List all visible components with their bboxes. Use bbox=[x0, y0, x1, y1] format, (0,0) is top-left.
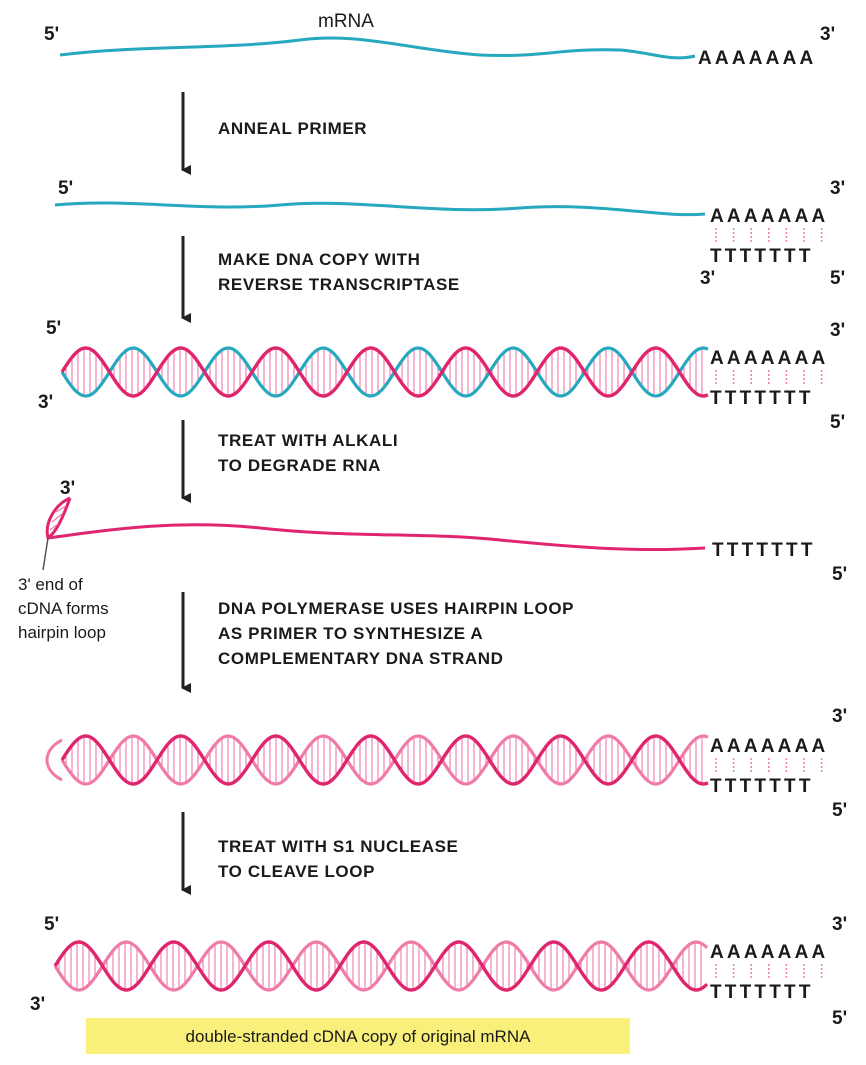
row-mrna: 5' mRNA 3' AAAAAAA bbox=[44, 11, 835, 69]
mrna-strand bbox=[60, 38, 695, 58]
step-3-text-line-2: TO DEGRADE RNA bbox=[218, 456, 381, 475]
five-prime-label: 5' bbox=[830, 412, 845, 433]
poly-t-strand: TTTTTTT bbox=[712, 540, 816, 561]
five-prime-label: 5' bbox=[832, 800, 847, 821]
five-prime-label: 5' bbox=[832, 564, 847, 585]
five-prime-label: 5' bbox=[58, 178, 73, 199]
row-rna-dna-hybrid: 5' 3' 3' AAAAAAA TTTTTTT 5' bbox=[38, 318, 845, 433]
oligo-dt-primer: TTTTTTT bbox=[710, 246, 814, 267]
row-double-strand-with-loop: 3' AAAAAAA TTTTTTT 5' bbox=[47, 706, 847, 821]
poly-t-strand: TTTTTTT bbox=[710, 388, 814, 409]
poly-t-strand: TTTTTTT bbox=[710, 982, 814, 1003]
three-prime-label: 3' bbox=[830, 320, 845, 341]
step-2-text-line-1: MAKE DNA COPY WITH bbox=[218, 250, 421, 269]
row-primer-annealed: 5' 3' AAAAAAA TTTTTTT 3' 5' bbox=[55, 178, 845, 289]
step-4-text-line-2: AS PRIMER TO SYNTHESIZE A bbox=[218, 624, 483, 643]
base-pair-bonds bbox=[716, 370, 822, 386]
five-prime-label: 5' bbox=[830, 268, 845, 289]
poly-a-tail: AAAAAAA bbox=[698, 48, 816, 69]
hairpin-note-line-2: cDNA forms bbox=[18, 599, 109, 618]
base-pair-bonds bbox=[716, 964, 822, 980]
poly-a-strand: AAAAAAA bbox=[710, 942, 828, 963]
double-strand-cdna-helix bbox=[62, 736, 708, 784]
back-strand bbox=[55, 942, 707, 990]
final-cdna-helix bbox=[55, 942, 707, 990]
hairpin-note-line-3: hairpin loop bbox=[18, 623, 106, 642]
poly-a-tail: AAAAAAA bbox=[710, 348, 828, 369]
three-prime-label: 3' bbox=[832, 706, 847, 727]
step-3-text-line-1: TREAT WITH ALKALI bbox=[218, 431, 398, 450]
base-pair-bonds bbox=[716, 228, 822, 244]
row-final-double-strand-cdna: 5' 3' 3' AAAAAAA TTTTTTT 5' bbox=[30, 914, 847, 1029]
five-prime-label: 5' bbox=[44, 24, 59, 45]
poly-t-strand: TTTTTTT bbox=[710, 776, 814, 797]
front-strand bbox=[55, 942, 707, 990]
caption-text: double-stranded cDNA copy of original mR… bbox=[186, 1027, 532, 1046]
step-4-text-line-3: COMPLEMENTARY DNA STRAND bbox=[218, 649, 503, 668]
poly-a-strand: AAAAAAA bbox=[710, 736, 828, 757]
front-strand bbox=[62, 736, 708, 784]
poly-a-tail: AAAAAAA bbox=[710, 206, 828, 227]
three-prime-label: 3' bbox=[60, 478, 75, 499]
base-pair-bonds bbox=[716, 758, 822, 774]
hairpin-loop bbox=[47, 498, 70, 538]
rna-dna-hybrid-helix bbox=[62, 348, 708, 396]
step-5-text-line-1: TREAT WITH S1 NUCLEASE bbox=[218, 837, 459, 856]
hairpin-loop bbox=[47, 740, 62, 780]
step-2-text-line-2: REVERSE TRANSCRIPTASE bbox=[218, 275, 460, 294]
front-strand bbox=[62, 348, 708, 396]
five-prime-label: 5' bbox=[46, 318, 61, 339]
three-prime-label: 3' bbox=[820, 24, 835, 45]
three-prime-label: 3' bbox=[38, 392, 53, 413]
hairpin-note-line-1: 3' end of bbox=[18, 575, 83, 594]
step-4-text-line-1: DNA POLYMERASE USES HAIRPIN LOOP bbox=[218, 599, 574, 618]
mrna-label: mRNA bbox=[318, 11, 374, 32]
five-prime-label: 5' bbox=[832, 1008, 847, 1029]
five-prime-label: 5' bbox=[44, 914, 59, 935]
cdna-strand bbox=[48, 525, 705, 550]
hairpin-pointer bbox=[43, 538, 48, 570]
three-prime-label: 3' bbox=[30, 994, 45, 1015]
three-prime-label: 3' bbox=[830, 178, 845, 199]
step-1-text: ANNEAL PRIMER bbox=[218, 119, 367, 138]
three-prime-label: 3' bbox=[700, 268, 715, 289]
mrna-strand bbox=[55, 203, 705, 215]
step-5-text-line-2: TO CLEAVE LOOP bbox=[218, 862, 375, 881]
three-prime-label: 3' bbox=[832, 914, 847, 935]
